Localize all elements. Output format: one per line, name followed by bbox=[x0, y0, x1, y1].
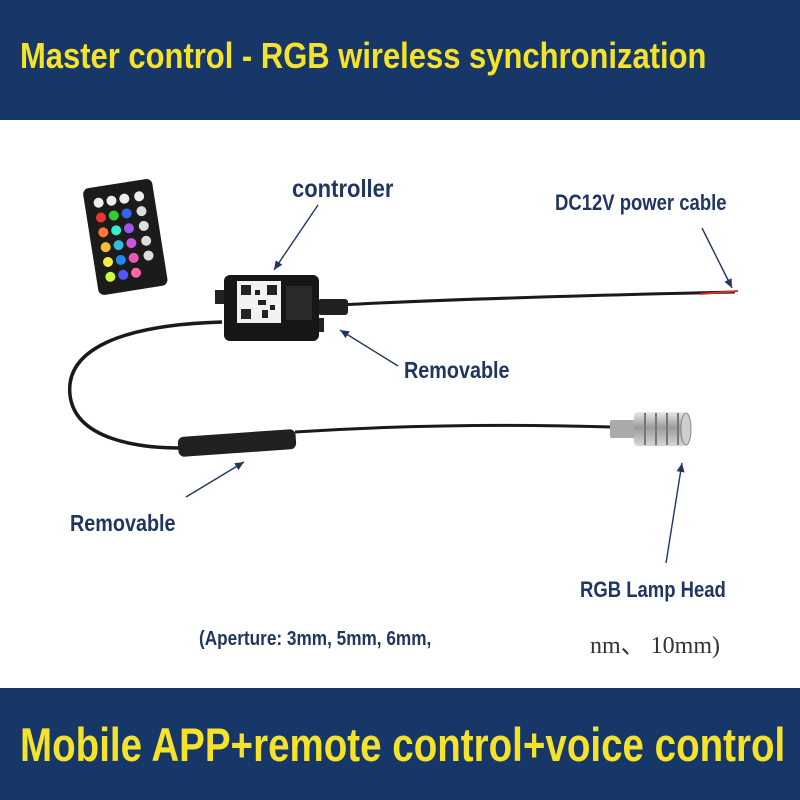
arrow-power-cable bbox=[701, 227, 733, 289]
removable-connector-1 bbox=[318, 299, 348, 315]
rgb-lamp-head bbox=[610, 412, 692, 446]
power-cable-label: DC12V power cable bbox=[555, 190, 727, 215]
controller-label: controller bbox=[292, 175, 394, 203]
bottom-banner: Mobile APP+remote control+voice control bbox=[0, 688, 800, 800]
removable-label-2: Removable bbox=[70, 510, 176, 536]
controller-box bbox=[215, 275, 324, 341]
product-photo bbox=[68, 179, 739, 564]
aperture-label: (Aperture: 3mm, 5mm, 6mm, bbox=[199, 628, 432, 650]
lamp-cable bbox=[294, 423, 613, 434]
loop-cable bbox=[68, 320, 223, 450]
removable-label-1: Removable bbox=[404, 357, 510, 383]
power-cable bbox=[337, 290, 736, 307]
top-banner: Master control - RGB wireless synchroniz… bbox=[0, 0, 800, 120]
removable-connector-2 bbox=[177, 429, 297, 457]
banner-title: Master control - RGB wireless synchroniz… bbox=[20, 35, 707, 76]
arrow-removable-1 bbox=[339, 329, 399, 367]
banner-footer-title: Mobile APP+remote control+voice control bbox=[20, 717, 786, 771]
arrow-controller bbox=[273, 204, 319, 271]
remote-control bbox=[83, 179, 168, 295]
lamp-head-label: RGB Lamp Head bbox=[580, 577, 726, 602]
arrow-lamp-head bbox=[665, 462, 685, 564]
aperture-tail-label: nm、 10mm) bbox=[590, 633, 720, 659]
arrow-removable-2 bbox=[185, 461, 245, 498]
